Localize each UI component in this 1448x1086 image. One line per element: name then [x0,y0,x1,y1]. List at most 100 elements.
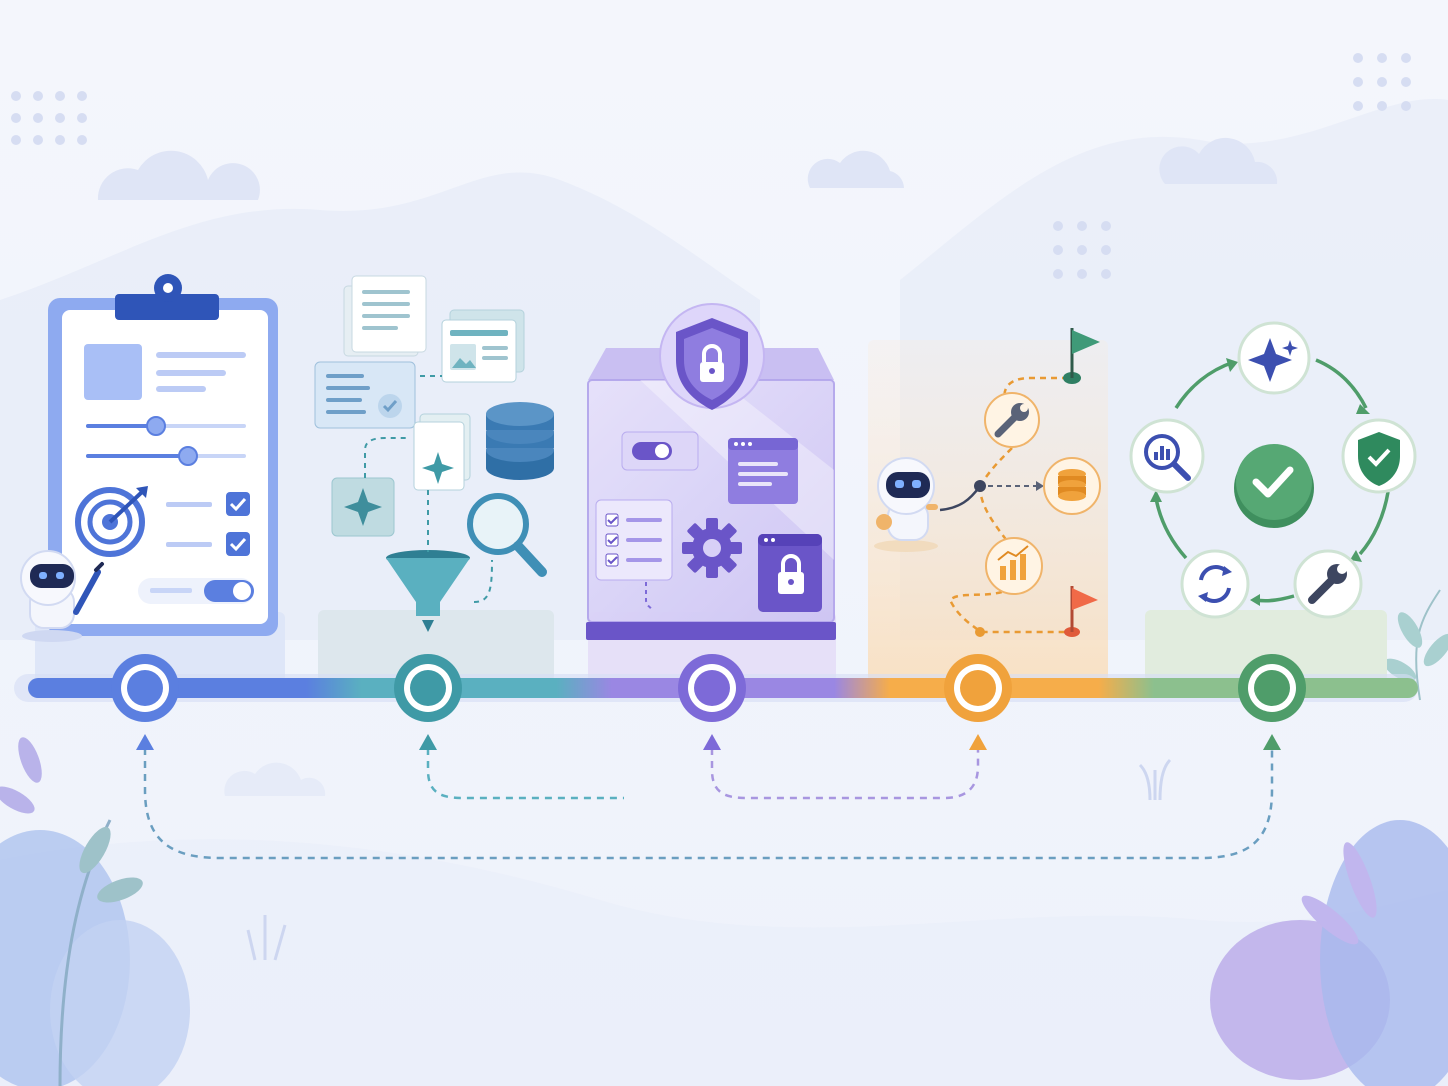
dot [1053,245,1063,255]
end-flag-icon [1064,586,1098,637]
toggle-icon [621,431,699,471]
cloud-icon [807,150,904,188]
slider-icon [86,416,246,436]
dot-grid-decoration [1053,221,1111,279]
bar-chart-icon [985,537,1043,595]
timeline-node-circle [410,670,446,706]
cloud-icon [97,150,260,200]
stage-pedestal [318,610,554,682]
document-icon [343,275,427,357]
document-check-icon [314,361,416,429]
text-line [166,542,212,547]
feedback-loop-arrows [143,748,1274,860]
dot [33,113,43,123]
wrench-icon [1293,549,1363,619]
target-icon [75,486,148,557]
text-line [156,352,246,358]
timeline-node-circle [694,670,730,706]
database-icon [1043,457,1101,515]
dot [77,135,87,145]
text-line [156,370,226,376]
dot [1053,221,1063,231]
dot [1377,77,1387,87]
timeline-node-gather [394,654,462,722]
feedback-arrowheads [136,734,1281,750]
checklist-icon [595,499,673,581]
shield-check-icon [1341,418,1417,494]
sparkle-card-icon [413,413,471,491]
cloud-icon [1159,137,1278,184]
dot [33,91,43,101]
padlock-icon [758,534,822,612]
dot [1077,269,1087,279]
text-line [156,386,206,392]
robot-icon [874,457,938,552]
dot [11,91,21,101]
text-line [166,502,212,507]
checkbox-icon [226,492,250,516]
dot [1353,53,1363,63]
checkbox-icon [226,532,250,556]
dot [1101,269,1111,279]
shield-lock-icon [659,303,765,410]
funnel-icon [386,550,470,632]
browser-window-icon [728,438,798,504]
stage-gather [314,275,554,632]
timeline-node-circle [1254,670,1290,706]
timeline-node-iterate [1238,654,1306,722]
timeline-node-plan [111,654,179,722]
dot [11,135,21,145]
start-flag-icon [1063,328,1100,384]
gear-icon [682,518,742,578]
plant-decoration-left [0,737,190,1086]
dot [55,113,65,123]
sparkle-icon [1237,321,1311,395]
dot [77,113,87,123]
stage-iterate [1129,321,1417,619]
stage-plan [20,274,278,642]
dot [1401,77,1411,87]
dot [77,91,87,101]
dot [33,135,43,145]
image-placeholder [84,344,142,400]
dot [1077,221,1087,231]
dot [11,113,21,123]
robot-icon [20,550,104,642]
dot [1353,101,1363,111]
image-card-icon [441,309,525,383]
dot [1101,221,1111,231]
magnifier-icon [467,493,547,577]
dashed-connector [645,582,653,611]
check-circle-icon [1234,444,1314,528]
dot [1053,269,1063,279]
dot [1353,77,1363,87]
stage-route [874,328,1101,637]
dot [1401,53,1411,63]
dot [1401,101,1411,111]
dot-grid-decoration [1353,53,1411,111]
toggle-icon [138,578,254,604]
database-icon [486,402,554,480]
dot [55,135,65,145]
cycle-arrowheads [1150,358,1370,606]
dot [1377,53,1387,63]
stage-secure [586,303,836,640]
dot [1101,245,1111,255]
timeline-node-secure [678,654,746,722]
sparkle-icon [331,477,395,537]
search-chart-icon [1129,418,1205,494]
plant-decoration-right [1210,589,1448,1086]
slider-icon [86,446,246,466]
timeline-node-circle [127,670,163,706]
cloud-icon [224,762,326,796]
timeline-node-circle [960,670,996,706]
stage-pedestal [1145,610,1387,682]
refresh-icon [1180,549,1250,619]
dot [55,91,65,101]
timeline-node-route [944,654,1012,722]
dot [1077,245,1087,255]
dot-grid-decoration [11,91,87,145]
wrench-icon [984,392,1040,448]
grass-decoration [246,758,1172,961]
